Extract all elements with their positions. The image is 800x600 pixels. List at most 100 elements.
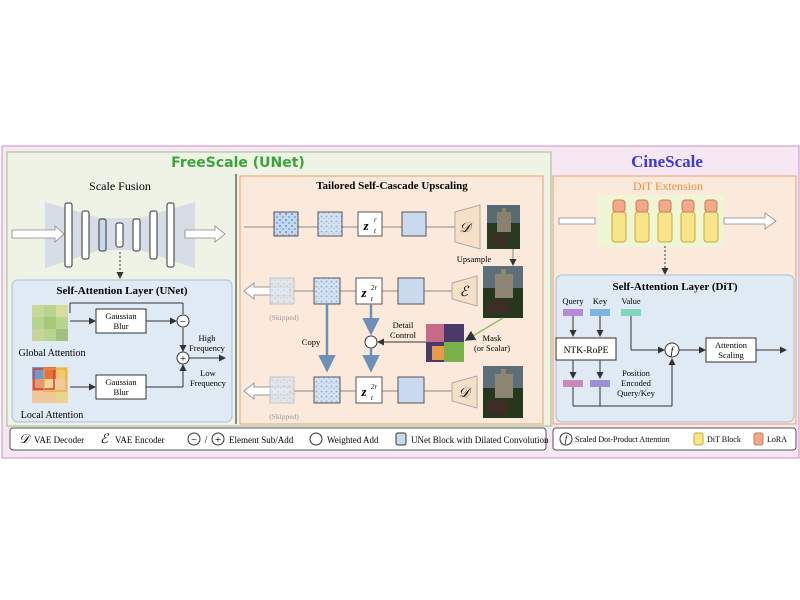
freescale-title: FreeScale (UNet): [171, 155, 305, 171]
dit-extension-title: DiT Extension: [633, 179, 703, 193]
legend-sdpa-label: Scaled Dot-Product Attention: [575, 435, 670, 444]
attention-scaling-box: [705, 337, 757, 363]
legend-sdpa-symbol: f: [565, 434, 569, 444]
latent-zr: [357, 211, 383, 237]
gaussian-blur-box-top: [95, 308, 147, 334]
key-token: [590, 309, 610, 316]
legend-lora-label: LoRA: [767, 435, 787, 444]
detail-control-label: Detail: [393, 320, 414, 330]
legend-vae-encoder-symbol: ℰ: [100, 431, 109, 446]
vae-decoder-symbol: 𝒟: [459, 221, 473, 236]
legend-vae-encoder-label: VAE Encoder: [115, 435, 165, 445]
sa-dit-title: Self-Attention Layer (DiT): [612, 281, 737, 293]
legend-minus: −: [191, 434, 197, 446]
low-frequency-label: Low: [200, 368, 216, 378]
upsampled-image: [483, 266, 523, 318]
dit-output-arrow: [723, 212, 777, 230]
dit-input-arrow: [558, 217, 596, 225]
skipped-label: (Skipped): [269, 412, 299, 421]
legend-vae-decoder-label: VAE Decoder: [34, 435, 84, 445]
query-token: [563, 309, 583, 316]
latent-block: [401, 211, 427, 237]
legend-sub-add-label: Element Sub/Add: [229, 435, 294, 445]
pos-enc-label: Position: [622, 368, 651, 378]
legend-left: [9, 427, 547, 451]
detail-control-label: Control: [390, 330, 417, 340]
latent-z2r-tilde-sub: t: [371, 394, 374, 402]
legend-weighted-add-label: Weighted Add: [327, 435, 379, 445]
vae-decoder-trap: [454, 204, 481, 250]
scale-fusion-output-arrow: [184, 225, 226, 243]
global-attention-label: Global Attention: [19, 348, 86, 359]
weighted-add-node: [364, 335, 378, 349]
noise-latent: [313, 376, 341, 404]
unet-bar: [64, 202, 73, 268]
unet-bar: [81, 210, 90, 260]
noise-latent: [273, 211, 299, 237]
attention-scaling-label: Scaling: [718, 350, 744, 360]
upsample-label: Upsample: [457, 254, 492, 264]
gaussian-blur-label: Blur: [113, 321, 128, 331]
gaussian-blur-label: Gaussian: [105, 311, 137, 321]
latent-z2r-sup: 2r: [371, 284, 378, 292]
skipped-label: (Skipped): [269, 313, 299, 322]
latent-zr-sup: r: [374, 216, 377, 224]
unet-bar-active: [98, 218, 107, 252]
noise-latent: [317, 211, 343, 237]
local-attention-label: Local Attention: [21, 410, 84, 421]
legend-sdpa-circle: [559, 432, 573, 446]
unet-bar: [149, 210, 158, 260]
pos-query-token: [563, 380, 583, 387]
copy-label: Copy: [302, 337, 321, 347]
skipped-latent: [269, 277, 295, 305]
mask-label: Mask: [483, 333, 503, 343]
low-frequency-label: Frequency: [190, 378, 227, 388]
latent-z2r-label: z: [360, 285, 367, 300]
scale-fusion-title: Scale Fusion: [89, 179, 151, 193]
legend-weighted-add-circle: [309, 432, 323, 446]
global-attention-map: [32, 305, 68, 341]
high-frequency-label: Frequency: [189, 343, 226, 353]
legend-dit-block-swatch: [693, 432, 704, 446]
latent-zr-sub: t: [374, 227, 377, 235]
legend-lora-swatch: [753, 432, 764, 446]
local-attention-map: [32, 367, 68, 403]
pos-key-token: [590, 380, 610, 387]
minus-symbol: −: [180, 316, 186, 328]
value-label: Value: [621, 296, 641, 306]
scale-fusion-input-arrow: [11, 225, 65, 243]
attention-scaling-label: Attention: [715, 340, 748, 350]
unet-bar: [166, 202, 175, 268]
element-sub-circle: [176, 314, 190, 328]
key-label: Key: [593, 296, 608, 306]
latent-zr-label: z: [362, 218, 369, 233]
query-label: Query: [562, 296, 584, 306]
ntk-rope-box: [555, 337, 617, 361]
mask-image: [426, 324, 464, 362]
gaussian-blur-label: Gaussian: [105, 377, 137, 387]
gaussian-blur-box-bottom: [95, 374, 147, 400]
latent-z2r: [355, 277, 383, 305]
high-frequency-label: High: [199, 333, 217, 343]
pos-enc-label: Encoded: [621, 378, 651, 388]
sdpa-symbol: f: [671, 346, 675, 357]
gaussian-blur-label: Blur: [113, 387, 128, 397]
sa-unet-title: Self-Attention Layer (UNet): [56, 285, 187, 297]
latent-z2r-sub: t: [371, 295, 374, 303]
pos-enc-label: Query/Key: [617, 388, 656, 398]
dit-blocks: [611, 199, 719, 243]
latent-block: [397, 376, 425, 404]
legend-slash: /: [205, 435, 208, 446]
latent-z2r-tilde-label: z: [360, 384, 367, 399]
upscaling-title: Tailored Self-Cascade Upscaling: [316, 180, 468, 192]
generated-image-high-res: [483, 366, 523, 418]
skipped-latent: [269, 376, 295, 404]
legend-right: [552, 427, 797, 451]
legend-dit-block-label: DiT Block: [707, 435, 741, 444]
legend-vae-decoder-symbol: 𝒟: [19, 431, 32, 446]
legend-unet-block-label: UNet Block with Dilated Convolution: [411, 435, 549, 445]
generated-image-low-res: [487, 205, 520, 249]
unet-bar: [115, 222, 124, 248]
vae-encoder-symbol: ℰ: [460, 285, 470, 300]
